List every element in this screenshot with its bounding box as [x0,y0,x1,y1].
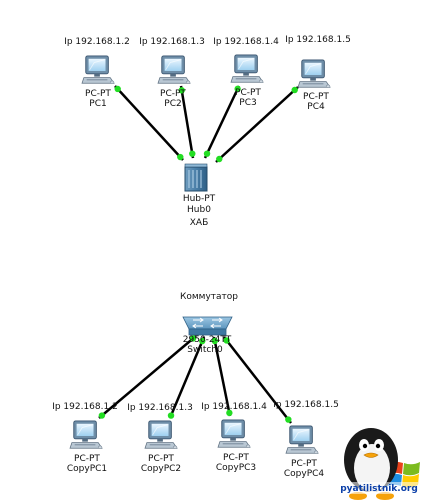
port-status-indicator [177,153,184,161]
hub-caption: ХАБ [190,218,209,228]
ip-label: Ip 192.168.1.3 [139,37,205,47]
pc-icon [69,420,103,450]
port-status-indicator [285,416,292,423]
hub-name: Hub0 [187,205,211,215]
device-model: PC-PT [303,92,329,102]
pc-icon [285,425,319,455]
device-model: PC-PT [148,454,174,464]
port-status-indicator [114,85,121,93]
ip-label: Ip 192.168.1.2 [52,402,118,412]
pc-node[interactable]: Ip 192.168.1.2 PC-PT CopyPC1 [52,402,118,474]
port-status-indicator [178,87,185,94]
ip-label: Ip 192.168.1.5 [273,400,339,410]
pc-node[interactable]: Ip 192.168.1.3 PC-PT CopyPC2 [127,403,193,474]
switch-model: 2950-24TT [183,335,232,345]
watermark-text: pyatilistnik.org [340,484,418,494]
port-status-indicator [189,335,197,342]
ip-label: Ip 192.168.1.4 [213,37,279,47]
switch-node[interactable]: 2950-24TT Switch0 [182,316,233,355]
pc-icon [81,55,115,85]
port-status-indicator [167,412,175,419]
network-cable [114,85,184,161]
device-name: CopyPC4 [284,469,325,479]
device-name: PC3 [239,98,256,108]
port-status-indicator [216,155,223,163]
device-name: PC4 [307,102,325,112]
port-status-indicator [199,337,206,345]
pc-node[interactable]: Ip 192.168.1.5 PC-PT PC4 [285,35,351,112]
network-cable [223,336,292,424]
device-model: PC-PT [160,89,186,99]
device-model: PC-PT [85,89,111,99]
ip-label: Ip 192.168.1.5 [285,35,351,45]
port-status-indicator [291,86,298,94]
port-status-indicator [234,85,241,93]
ip-label: Ip 192.168.1.3 [127,403,193,413]
switch-links [98,335,292,424]
network-cable [203,85,241,159]
pc-node[interactable]: Ip 192.168.1.3 PC-PT PC2 [139,37,205,109]
pc-node[interactable]: Ip 192.168.1.4 PC-PT PC3 [213,37,279,108]
hub-icon [184,163,208,192]
port-status-indicator [226,409,233,417]
device-model: PC-PT [74,454,100,464]
pc-node[interactable]: Ip 192.168.1.4 PC-PT CopyPC3 [201,402,267,473]
ip-label: Ip 192.168.1.4 [201,402,267,412]
device-name: CopyPC1 [67,464,107,474]
device-name: CopyPC3 [216,463,256,473]
hub-network: Ip 192.168.1.2 PC-PT PC1 Ip 192.168.1.3 … [64,35,351,228]
port-status-indicator [189,150,196,157]
port-status-indicator [98,412,106,419]
switch-icon [182,316,233,336]
network-cable [215,86,299,163]
hub-links [114,85,299,163]
pc-icon [230,54,264,84]
switch-network: Коммутатор 2950-24TT Switch0 Ip 192.168.… [52,292,339,479]
network-cable [98,335,197,419]
pc-node[interactable]: Ip 192.168.1.5 PC-PT CopyPC4 [273,400,339,479]
port-status-indicator [203,150,211,157]
pc-icon [144,420,178,450]
network-cable [168,336,206,419]
pc-icon [297,59,331,89]
network-cable [212,336,232,417]
device-model: PC-PT [235,88,261,98]
device-name: PC1 [89,99,106,109]
pc-icon [217,419,251,449]
hub-node[interactable]: Hub-PT Hub0 ХАБ [183,163,216,228]
pc-node[interactable]: Ip 192.168.1.2 PC-PT PC1 [64,37,130,109]
device-model: PC-PT [223,453,249,463]
pc-icon [157,55,191,85]
network-cable [179,85,195,159]
watermark-logo: pyatilistnik.org [340,428,420,500]
ip-label: Ip 192.168.1.2 [64,37,130,47]
port-status-indicator [211,337,218,345]
device-name: CopyPC2 [141,464,181,474]
switch-name: Switch0 [187,345,223,355]
device-name: PC2 [164,99,181,109]
hub-model: Hub-PT [183,194,216,204]
switch-network-title: Коммутатор [180,292,238,302]
device-model: PC-PT [291,459,317,469]
port-status-indicator [223,337,230,344]
